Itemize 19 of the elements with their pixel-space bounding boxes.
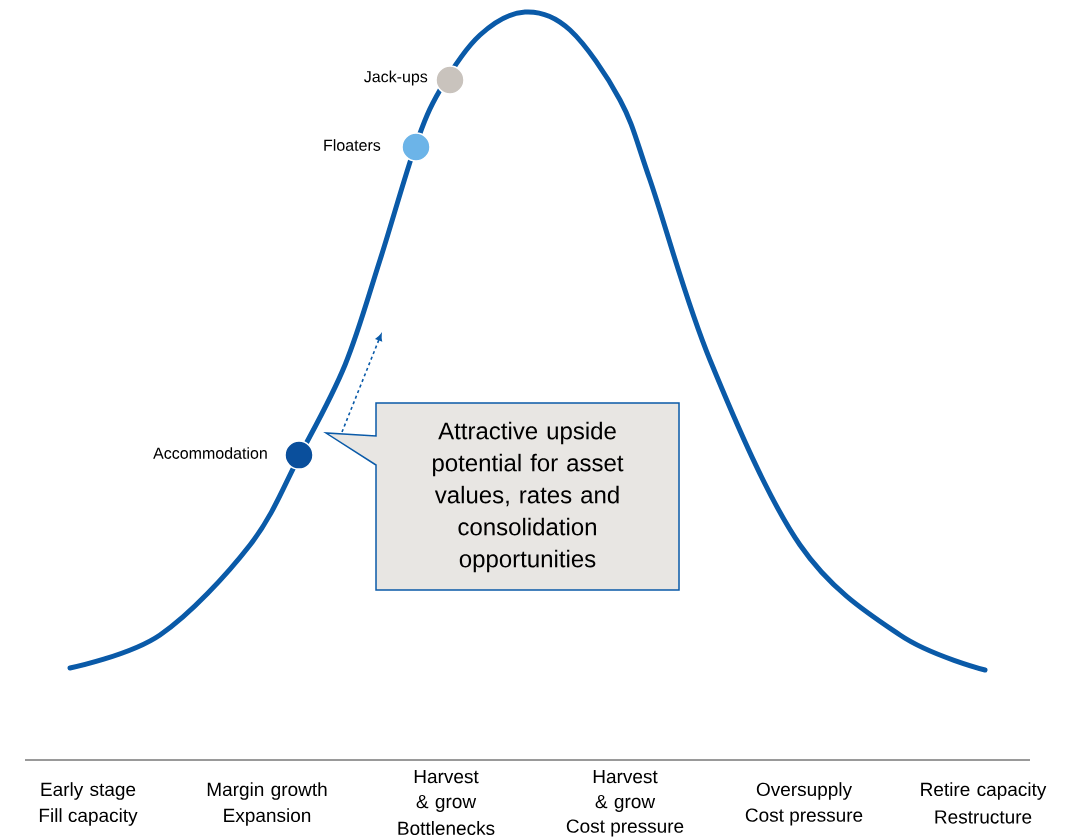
stage-label: Cost pressure [745, 808, 863, 826]
callout-box: Attractive upside potential for asset values, rates and consolidation opportunities [323, 402, 680, 591]
stage-label: Harvest & grow [414, 770, 479, 812]
stage-label: Bottlenecks [398, 821, 495, 835]
stage-label: Expansion [224, 808, 311, 826]
stage-label: Fill capacity [39, 808, 138, 826]
marker-dot [401, 132, 431, 162]
marker-dot [284, 440, 314, 470]
dot-label: Accommodation [153, 447, 267, 459]
stage-label: Margin growth [207, 782, 327, 800]
dot-label: Floaters [324, 139, 381, 151]
stage-label: Restructure [935, 810, 1032, 824]
stage-label: Retire capacity [921, 782, 1047, 800]
marker-dot [435, 65, 465, 95]
stage-label: Early stage [41, 782, 136, 800]
stage-label: Oversupply [756, 782, 852, 800]
dot-label: Jack-ups [364, 70, 428, 86]
stage-label: Cost pressure [566, 819, 684, 837]
stage-label: Harvest & grow [593, 770, 658, 812]
